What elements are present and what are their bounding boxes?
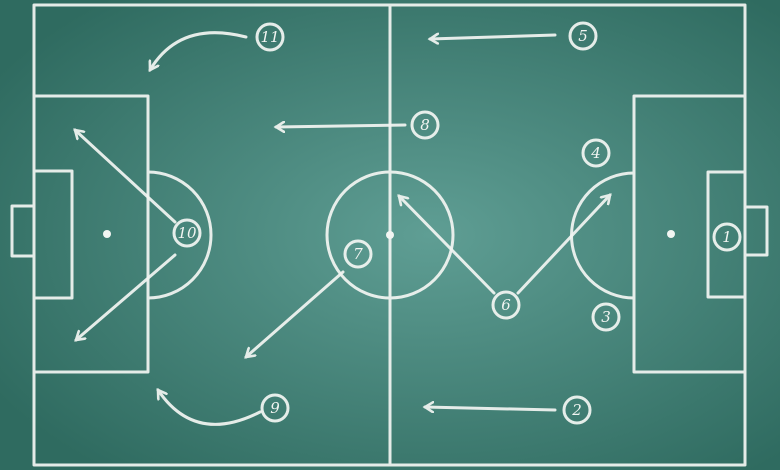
- player-number: 3: [601, 308, 611, 326]
- player-circle: [255, 22, 285, 52]
- player-number: 1: [722, 228, 732, 246]
- player-number: 10: [177, 224, 197, 242]
- arrow-player-10-down: [76, 253, 177, 340]
- player-circle: [591, 302, 621, 332]
- player-marker-2: 2: [562, 395, 592, 425]
- arrow-player-6-left: [399, 196, 496, 295]
- player-marker-3: 3: [591, 302, 621, 332]
- arrow-player-7: [246, 270, 345, 357]
- center-spot: [386, 231, 394, 239]
- player-circle: [343, 239, 373, 269]
- right-penalty-spot: [667, 230, 675, 238]
- player-marker-10: 10: [172, 218, 202, 248]
- player-number: 5: [578, 27, 588, 45]
- player-number: 7: [353, 245, 363, 263]
- player-marker-11: 11: [255, 22, 285, 52]
- player-number: 9: [270, 399, 280, 417]
- arrow-player-9: [156, 390, 262, 426]
- players: 1 2 3 4 5 6 7 8 9 10 11: [172, 21, 742, 425]
- player-number: 2: [571, 401, 582, 419]
- player-circle: [260, 393, 290, 423]
- player-circle: [410, 110, 440, 140]
- player-circle: [568, 21, 598, 51]
- player-number: 6: [501, 296, 511, 314]
- arrow-player-8: [276, 125, 407, 127]
- player-marker-5: 5: [568, 21, 598, 51]
- player-marker-1: 1: [712, 222, 742, 252]
- left-penalty-spot: [103, 230, 111, 238]
- player-circle: [491, 290, 521, 320]
- player-circle: [581, 138, 611, 168]
- left-penalty-arc: [146, 170, 213, 300]
- player-marker-7: 7: [343, 239, 373, 269]
- arrow-player-5: [430, 35, 557, 39]
- player-circle: [562, 395, 592, 425]
- player-marker-9: 9: [260, 393, 290, 423]
- arrow-player-2: [425, 407, 557, 410]
- movement-arrows: [75, 31, 610, 426]
- left-goal: [10, 204, 36, 258]
- arrow-player-6-right: [516, 195, 610, 295]
- center-circle: [325, 170, 455, 300]
- player-marker-8: 8: [410, 110, 440, 140]
- player-marker-6: 6: [491, 290, 521, 320]
- right-goal: [743, 205, 769, 257]
- player-marker-4: 4: [581, 138, 611, 168]
- player-circle: [712, 222, 742, 252]
- player-number: 4: [590, 144, 601, 162]
- arrow-player-10-up: [75, 130, 177, 224]
- arrow-player-11: [148, 31, 248, 70]
- player-number: 8: [420, 116, 430, 134]
- pitch-lines: [10, 3, 769, 467]
- player-number: 11: [260, 28, 279, 46]
- player-circle: [172, 218, 202, 248]
